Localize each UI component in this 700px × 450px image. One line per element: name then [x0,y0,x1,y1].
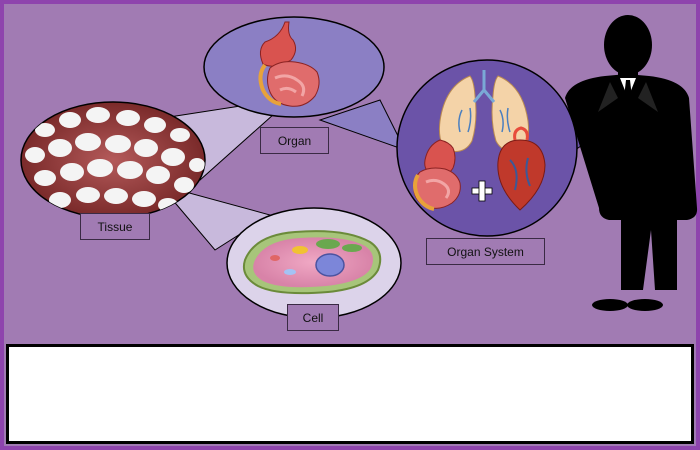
stomach-intestine-icon [258,21,320,107]
organ-system-label: Organ System [426,238,545,265]
plus-icon [471,180,493,202]
organ-system-bubble [396,59,578,237]
heart-icon [497,126,546,211]
tissue-label: Tissue [80,213,150,240]
nucleus [315,253,345,277]
organ-label: Organ [260,127,329,154]
lungs-icon [439,70,529,152]
plant-cell-icon [242,230,382,295]
stomach-intestine-icon [413,139,461,211]
tissue-cells-icon [25,107,205,212]
cell-label: Cell [287,304,339,331]
human-silhouette-icon [565,15,698,311]
caption-box[interactable] [6,344,694,444]
callout-organ-to-system [318,99,407,151]
